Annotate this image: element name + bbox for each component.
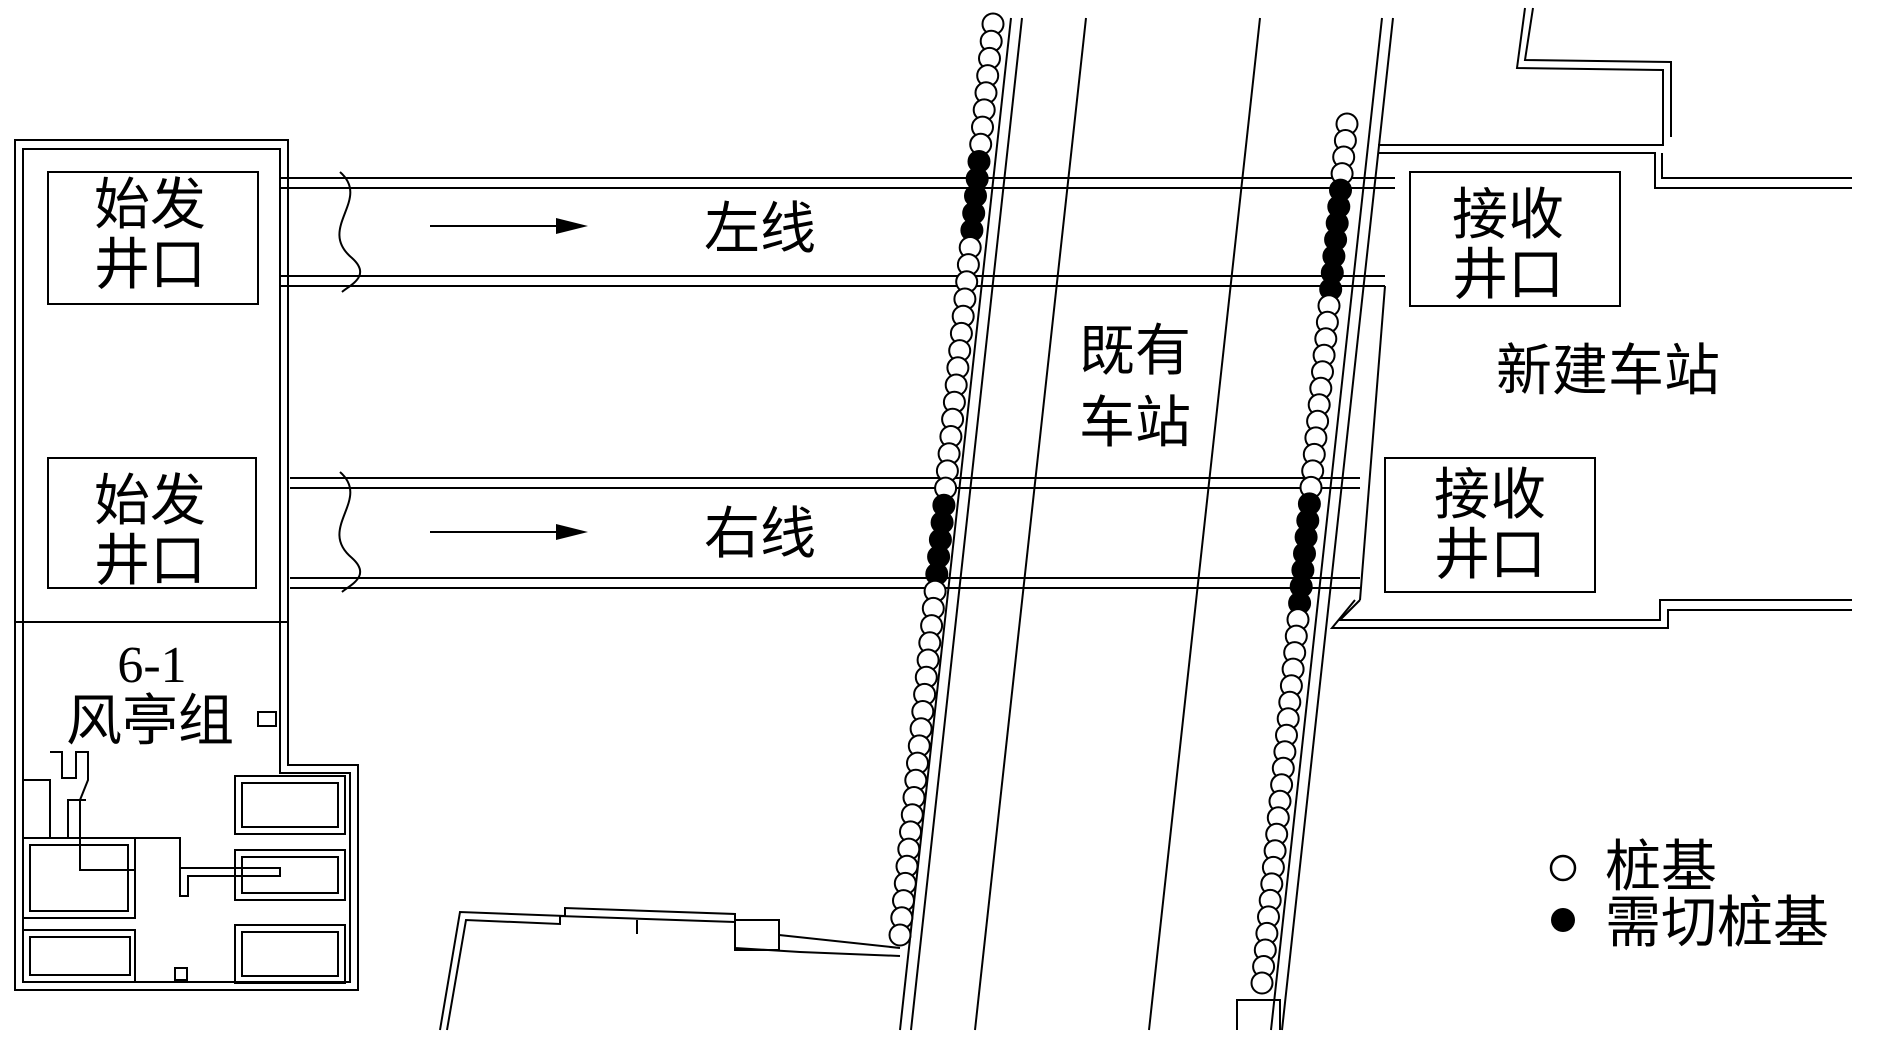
launch-shaft-right-line1: 始发: [94, 469, 206, 534]
receive-shaft-right-line2: 井口: [1434, 523, 1546, 588]
linework: [14, 7, 1852, 1031]
legend-pile-label: 桩基: [1605, 835, 1717, 900]
pile-row-right: [1250, 112, 1359, 995]
pile: [1250, 971, 1274, 995]
receive-shaft-left-line2: 井口: [1452, 243, 1564, 308]
left-line-label: 左线: [704, 197, 816, 262]
bottom-building: [439, 906, 901, 1031]
new-station-outline: [1329, 7, 1852, 629]
arrow-head-right: [556, 524, 588, 540]
legend-cut-pile-symbol: [1551, 908, 1575, 932]
legend-pile-symbol: [1549, 854, 1577, 882]
arrow-head-left: [556, 218, 588, 234]
right-tunnel: [290, 477, 1360, 589]
right-line-label: 右线: [704, 502, 816, 567]
existing-station-line2: 车站: [1079, 391, 1191, 456]
receive-shaft-right: [1384, 457, 1596, 593]
vent-group-number: 6-1: [117, 637, 186, 694]
launch-shaft-left-line1: 始发: [94, 173, 206, 238]
vent-group-rooms: [22, 751, 346, 984]
legend: 桩基 需切桩基: [1549, 835, 1829, 956]
launch-shaft-right-line2: 井口: [94, 529, 206, 594]
receive-shaft-right-line1: 接收: [1434, 463, 1546, 528]
existing-station-walls: [899, 17, 1394, 1031]
left-tunnel: [280, 177, 1395, 287]
receive-shaft-left: [1409, 171, 1621, 307]
legend-cut-pile-label: 需切桩基: [1605, 891, 1829, 956]
launch-shaft-left-line2: 井口: [94, 233, 206, 298]
tunnel-break-mark: [338, 471, 361, 593]
new-station-label: 新建车站: [1496, 339, 1720, 404]
tunnel-break-mark: [338, 171, 361, 293]
receive-shaft-left-line1: 接收: [1452, 183, 1564, 248]
existing-station-line1: 既有: [1079, 319, 1191, 384]
vent-group-name: 风亭组: [66, 689, 234, 754]
launch-shaft-right: [47, 457, 257, 589]
pile-row-left: [888, 12, 1005, 947]
pile: [888, 923, 912, 947]
launch-shaft-left: [47, 171, 259, 305]
